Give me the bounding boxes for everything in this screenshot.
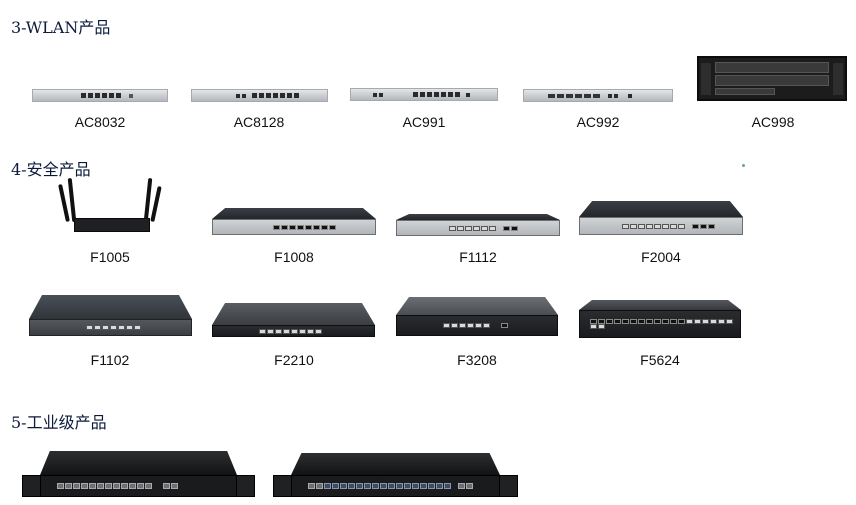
f5624-image bbox=[579, 300, 741, 340]
f3208-image bbox=[396, 297, 558, 339]
f1008-label: F1008 bbox=[274, 249, 314, 265]
decorative-dot bbox=[742, 164, 745, 167]
f1005-image bbox=[58, 177, 164, 236]
ac8128-label: AC8128 bbox=[233, 114, 285, 130]
f2004-image bbox=[579, 201, 743, 237]
ac998-image bbox=[697, 56, 847, 101]
ac8032-label: AC8032 bbox=[74, 114, 126, 130]
f1102-label: F1102 bbox=[90, 352, 130, 368]
ac992-image bbox=[523, 89, 673, 102]
f1102-image bbox=[29, 295, 192, 339]
section-title-industrial: 5-工业级产品 bbox=[11, 413, 107, 432]
f2210-label: F2210 bbox=[274, 352, 314, 368]
industrial-switch-1-image bbox=[22, 451, 255, 499]
f2004-label: F2004 bbox=[641, 249, 681, 265]
ac991-label: AC991 bbox=[402, 114, 446, 130]
ac998-label: AC998 bbox=[751, 114, 795, 130]
f2210-image bbox=[212, 303, 375, 339]
section-title-wlan: 3-WLAN产品 bbox=[11, 18, 111, 37]
ac8032-image bbox=[32, 89, 168, 102]
section-title-security: 4-安全产品 bbox=[11, 160, 91, 179]
f5624-label: F5624 bbox=[640, 352, 680, 368]
ac992-label: AC992 bbox=[576, 114, 620, 130]
f1112-label: F1112 bbox=[459, 249, 497, 265]
f1112-image bbox=[396, 214, 560, 238]
f1005-label: F1005 bbox=[90, 249, 130, 265]
ac991-image bbox=[350, 88, 498, 101]
industrial-switch-2-image bbox=[273, 453, 518, 499]
f3208-label: F3208 bbox=[457, 352, 497, 368]
f1008-image bbox=[212, 208, 376, 238]
ac8128-image bbox=[191, 89, 328, 102]
